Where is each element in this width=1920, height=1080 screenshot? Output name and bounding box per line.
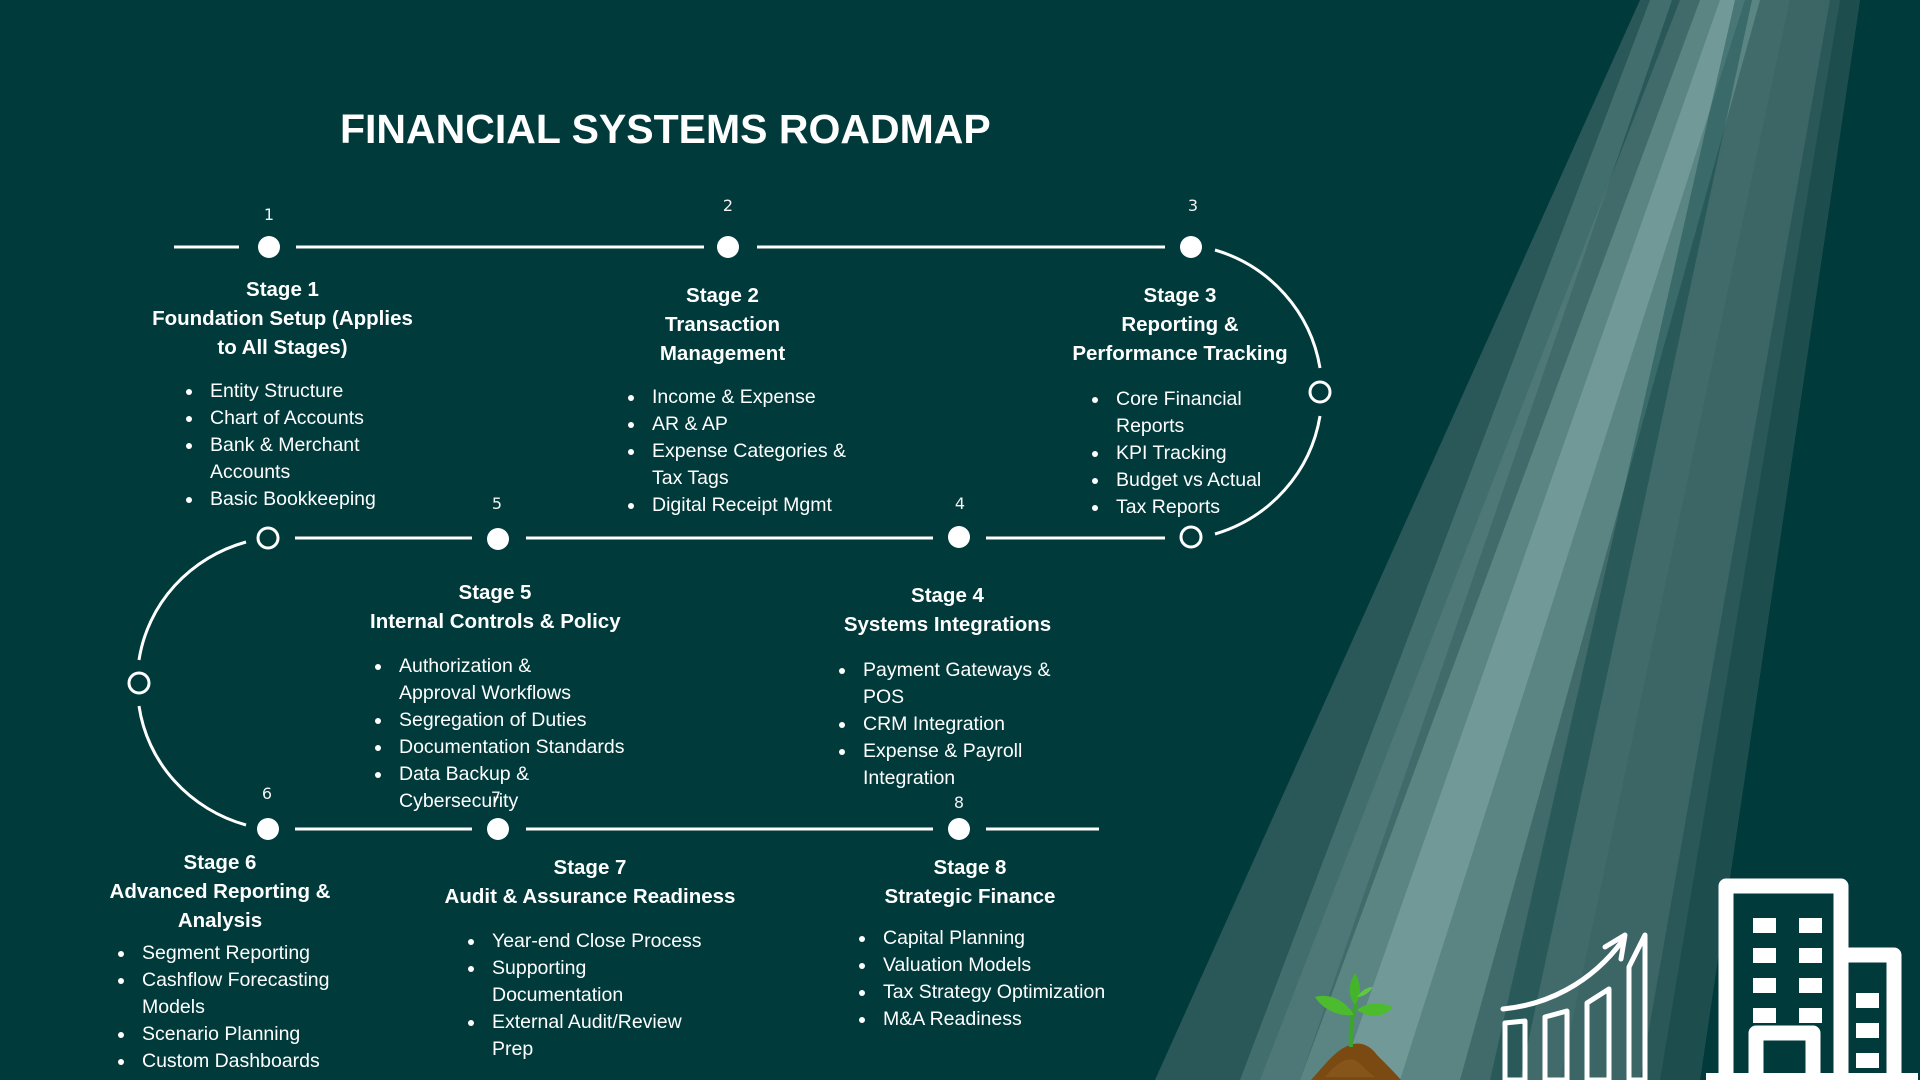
stage-node-8	[948, 818, 970, 840]
stage-4-card: Stage 4 Systems Integrations Payment Gat…	[830, 581, 1065, 792]
stage-node-6	[257, 818, 279, 840]
stage-number-2: 2	[722, 196, 734, 215]
stage-item: Scenario Planning	[114, 1021, 334, 1048]
stage-item: Basic Bookkeeping	[182, 486, 392, 513]
stage-heading: Stage 2	[686, 284, 759, 307]
turn-node	[1308, 380, 1332, 404]
page-title: FINANCIAL SYSTEMS ROADMAP	[340, 106, 991, 152]
stage-number-6: 6	[261, 784, 273, 803]
stage-item: Segment Reporting	[114, 940, 334, 967]
stage-heading: Stage 1	[246, 278, 319, 301]
stage-item: Supporting Documentation	[464, 955, 714, 1009]
path-arc-right-lower	[1214, 415, 1322, 536]
stage-heading: Stage 4	[911, 584, 984, 607]
stage-number-4: 4	[954, 494, 966, 513]
stage-item: Data Backup & Cybersecurity	[371, 761, 549, 815]
stage-item: AR & AP	[624, 411, 849, 438]
stage-number-5: 5	[491, 494, 503, 513]
stage-item: Expense & Payroll Integration	[835, 738, 1043, 792]
stage-7-card: Stage 7 Audit & Assurance Readiness Year…	[440, 853, 740, 1063]
stage-item: Budget vs Actual	[1088, 467, 1268, 494]
stage-8-card: Stage 8 Strategic Finance Capital Planni…	[855, 853, 1105, 1033]
stage-item: Custom Dashboards	[114, 1048, 334, 1075]
stage-title-line: Internal Controls & Policy	[370, 610, 621, 633]
stage-number-7: 7	[490, 788, 502, 807]
stage-title-line: Advanced Reporting &	[109, 880, 331, 903]
stage-item: Segregation of Duties	[371, 707, 631, 734]
growth-chart-icon	[1500, 932, 1648, 1080]
stage-6-card: Stage 6 Advanced Reporting & Analysis Se…	[100, 848, 340, 1075]
stage-item: Tax Reports	[1088, 494, 1268, 521]
stage-item: Tax Strategy Optimization	[855, 979, 1125, 1006]
stage-item: Documentation Standards	[371, 734, 631, 761]
stage-title-line: Performance Tracking	[1072, 342, 1288, 365]
stage-title-line: Management	[659, 342, 786, 365]
stage-item: Core Financial Reports	[1088, 386, 1268, 440]
stage-heading: Stage 8	[933, 856, 1007, 879]
stage-node-2	[717, 236, 739, 258]
office-building-icon	[1706, 878, 1918, 1080]
stage-title-line: Strategic Finance	[884, 885, 1056, 908]
stage-title-line: Audit & Assurance Readiness	[444, 885, 736, 908]
stage-item: Year-end Close Process	[464, 928, 714, 955]
stage-node-5	[487, 528, 509, 550]
turn-node	[1179, 525, 1203, 549]
stage-item: Cashflow Forecasting Models	[114, 967, 337, 1021]
stage-node-1	[258, 236, 280, 258]
stage-item: Capital Planning	[855, 925, 1125, 952]
stage-heading: Stage 6	[183, 851, 257, 874]
path-arc-left-upper	[137, 540, 247, 661]
stage-title-line: Reporting &	[1121, 313, 1239, 336]
stage-item: Bank & Merchant Accounts	[182, 432, 392, 486]
stage-item: Expense Categories & Tax Tags	[624, 438, 849, 492]
stage-title-line: Systems Integrations	[843, 613, 1052, 636]
stage-item: CRM Integration	[835, 711, 1095, 738]
stage-item: Authorization & Approval Workflows	[371, 653, 599, 707]
stage-2-card: Stage 2 Transaction Management Income & …	[620, 281, 846, 519]
stage-item: Income & Expense	[624, 384, 849, 411]
stage-node-3	[1180, 236, 1202, 258]
stage-item: M&A Readiness	[855, 1006, 1125, 1033]
stage-item: External Audit/Review Prep	[464, 1009, 692, 1063]
stage-title-line: Transaction	[664, 313, 781, 336]
stage-number-8: 8	[953, 793, 965, 812]
stage-item: Payment Gateways & POS	[835, 657, 1095, 711]
stage-title-line: Foundation Setup (Applies	[152, 307, 413, 330]
stage-heading: Stage 3	[1143, 284, 1217, 307]
stage-3-card: Stage 3 Reporting & Performance Tracking…	[1060, 281, 1300, 521]
turn-node	[127, 671, 151, 695]
path-arc-left-lower	[137, 705, 247, 827]
stage-number-1: 1	[263, 205, 275, 224]
stage-5-card: Stage 5 Internal Controls & Policy Autho…	[370, 578, 624, 815]
stage-node-7	[487, 818, 509, 840]
stage-node-4	[948, 526, 970, 548]
stage-number-3: 3	[1187, 196, 1199, 215]
stage-title-line: Analysis	[177, 909, 263, 932]
seedling-icon	[1311, 973, 1401, 1080]
stage-item: Valuation Models	[855, 952, 1125, 979]
stage-item: Digital Receipt Mgmt	[624, 492, 849, 519]
stage-item: Entity Structure	[182, 378, 392, 405]
stage-item: KPI Tracking	[1088, 440, 1268, 467]
stage-heading: Stage 7	[553, 856, 627, 879]
stage-heading: Stage 5	[458, 581, 532, 604]
turn-node	[256, 526, 280, 550]
stage-title-line: to All Stages)	[217, 336, 348, 359]
path-arc-right-upper	[1214, 248, 1322, 369]
stage-1-card: Stage 1 Foundation Setup (Applies to All…	[140, 275, 425, 513]
stage-item: Chart of Accounts	[182, 405, 392, 432]
